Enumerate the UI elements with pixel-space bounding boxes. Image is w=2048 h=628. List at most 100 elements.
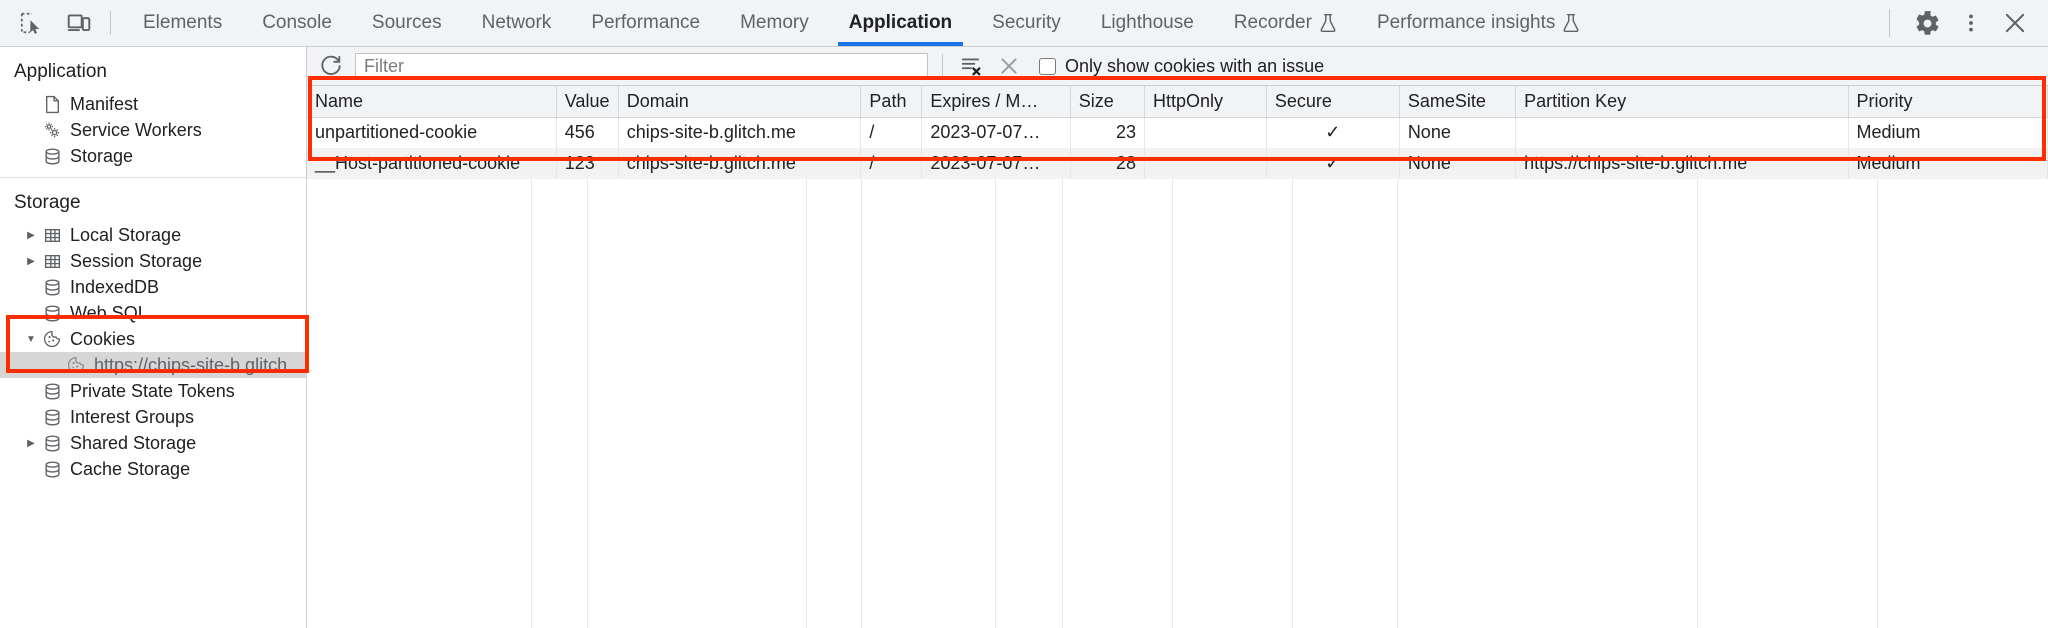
sidebar-item-session-storage[interactable]: ▶ Session Storage	[0, 248, 306, 274]
sidebar-item-cookies[interactable]: ▼ Cookies	[0, 326, 306, 352]
tab-sources[interactable]: Sources	[352, 0, 462, 46]
clear-filtered-cookies-icon[interactable]	[957, 52, 985, 80]
database-icon	[40, 304, 64, 323]
cookies-panel: Only show cookies with an issue Name Val…	[307, 47, 2048, 628]
tab-label: Recorder	[1233, 12, 1312, 33]
sidebar-item-label: Cookies	[70, 328, 136, 349]
tab-label: Performance insights	[1376, 12, 1556, 33]
column-header-partition-key[interactable]: Partition Key	[1515, 86, 1849, 118]
filter-input[interactable]	[355, 53, 928, 79]
sidebar-item-interest-groups[interactable]: ▶ Interest Groups	[0, 404, 306, 430]
chevron-right-icon[interactable]: ▶	[27, 255, 35, 267]
toolbar-divider	[942, 54, 943, 78]
panel-tabs: Elements Console Sources Network Perform…	[123, 0, 1883, 46]
cell-domain: chips-site-b.glitch.me	[618, 117, 862, 148]
table-empty-column	[1293, 179, 1398, 628]
chevron-right-icon[interactable]: ▶	[27, 437, 35, 449]
column-header-value[interactable]: Value	[556, 86, 619, 118]
sidebar-item-local-storage[interactable]: ▶ Local Storage	[0, 222, 306, 248]
inspect-element-icon[interactable]	[14, 6, 48, 40]
gears-icon	[40, 120, 64, 140]
tab-performance[interactable]: Performance	[571, 0, 720, 46]
sidebar-item-label: Web SQL	[70, 302, 148, 323]
tab-label: Security	[992, 12, 1061, 33]
database-icon	[40, 460, 64, 479]
cell-value: 123	[556, 148, 619, 179]
column-header-httponly[interactable]: HttpOnly	[1144, 86, 1267, 118]
close-icon[interactable]	[1996, 4, 2034, 42]
sidebar-item-label: Manifest	[70, 93, 139, 114]
toolbar-divider	[110, 11, 111, 35]
cell-priority: Medium	[1848, 117, 2048, 148]
sidebar-item-label: Local Storage	[70, 224, 182, 245]
cell-path: /	[860, 148, 923, 179]
column-header-name[interactable]: Name	[307, 86, 557, 118]
cell-secure: ✓	[1266, 148, 1400, 179]
cell-secure: ✓	[1266, 117, 1400, 148]
table-row[interactable]: unpartitioned-cookie 456 chips-site-b.gl…	[307, 117, 2048, 148]
table-empty-column	[532, 179, 588, 628]
only-show-issues-checkbox-row[interactable]: Only show cookies with an issue	[1039, 56, 1324, 77]
tab-label: Performance	[591, 12, 701, 33]
column-header-secure[interactable]: Secure	[1266, 86, 1400, 118]
column-header-path[interactable]: Path	[860, 86, 923, 118]
sidebar-section-application: Application ▶ Manifest ▶	[0, 47, 306, 177]
sidebar-item-cookie-origin[interactable]: ▶ https://chips-site-b.glitch.me	[0, 352, 306, 378]
sidebar-item-private-state-tokens[interactable]: ▶ Private State Tokens	[0, 378, 306, 404]
sidebar-section-storage: Storage ▶ Local Storage ▶	[0, 177, 306, 490]
sidebar-section-title: Application	[14, 61, 107, 82]
chevron-right-icon[interactable]: ▶	[27, 229, 35, 241]
tab-elements[interactable]: Elements	[123, 0, 242, 46]
column-header-samesite[interactable]: SameSite	[1399, 86, 1517, 118]
tab-label: Lighthouse	[1100, 12, 1194, 33]
table-row[interactable]: __Host-partitioned-cookie 123 chips-site…	[307, 148, 2048, 179]
tab-label: Sources	[371, 12, 442, 33]
sidebar-item-label: Cache Storage	[70, 458, 191, 479]
tab-security[interactable]: Security	[972, 0, 1081, 46]
chevron-down-icon[interactable]: ▼	[26, 333, 36, 345]
tab-application[interactable]: Application	[829, 0, 972, 46]
cell-httponly	[1144, 117, 1267, 148]
sidebar-item-shared-storage[interactable]: ▶ Shared Storage	[0, 430, 306, 456]
refresh-icon[interactable]	[317, 52, 345, 80]
tab-lighthouse[interactable]: Lighthouse	[1081, 0, 1214, 46]
cell-expires: 2023-07-07…	[921, 117, 1071, 148]
sidebar-item-service-workers[interactable]: ▶ Service Workers	[0, 117, 306, 143]
database-icon	[40, 278, 64, 297]
only-show-issues-checkbox[interactable]	[1039, 57, 1056, 75]
column-header-priority[interactable]: Priority	[1848, 86, 2048, 118]
cell-path: /	[860, 117, 923, 148]
sidebar-item-indexeddb[interactable]: ▶ IndexedDB	[0, 274, 306, 300]
more-options-icon[interactable]	[1952, 4, 1990, 42]
tab-performance-insights[interactable]: Performance insights	[1357, 0, 1600, 46]
tab-label: Memory	[740, 12, 809, 33]
cookies-filter-toolbar: Only show cookies with an issue	[307, 47, 2048, 86]
column-header-size[interactable]: Size	[1070, 86, 1146, 118]
tab-network[interactable]: Network	[462, 0, 572, 46]
experiment-flask-icon	[1319, 13, 1337, 33]
gear-icon[interactable]	[1908, 4, 1946, 42]
table-icon	[40, 252, 64, 271]
devtools-body: Application ▶ Manifest ▶	[0, 47, 2048, 628]
table-empty-column	[1173, 179, 1293, 628]
database-icon	[40, 434, 64, 453]
cell-name: __Host-partitioned-cookie	[307, 148, 557, 179]
tab-console[interactable]: Console	[242, 0, 352, 46]
clear-all-cookies-icon[interactable]	[995, 52, 1023, 80]
cell-size: 23	[1070, 117, 1146, 148]
table-empty-column	[807, 179, 862, 628]
device-toolbar-icon[interactable]	[62, 6, 96, 40]
cell-size: 28	[1070, 148, 1146, 179]
column-header-domain[interactable]: Domain	[618, 86, 862, 118]
sidebar-item-label: Interest Groups	[70, 406, 195, 427]
sidebar-item-manifest[interactable]: ▶ Manifest	[0, 91, 306, 117]
sidebar-item-web-sql[interactable]: ▶ Web SQL	[0, 300, 306, 326]
tab-memory[interactable]: Memory	[720, 0, 829, 46]
tab-recorder[interactable]: Recorder	[1214, 0, 1357, 46]
cookies-table-head: Name Value Domain Path Expires / M… Size…	[307, 86, 2048, 118]
sidebar-item-cache-storage[interactable]: ▶ Cache Storage	[0, 456, 306, 482]
column-header-expires[interactable]: Expires / M…	[921, 86, 1071, 118]
sidebar-item-storage[interactable]: ▶ Storage	[0, 143, 306, 169]
tab-label: Console	[262, 12, 332, 33]
